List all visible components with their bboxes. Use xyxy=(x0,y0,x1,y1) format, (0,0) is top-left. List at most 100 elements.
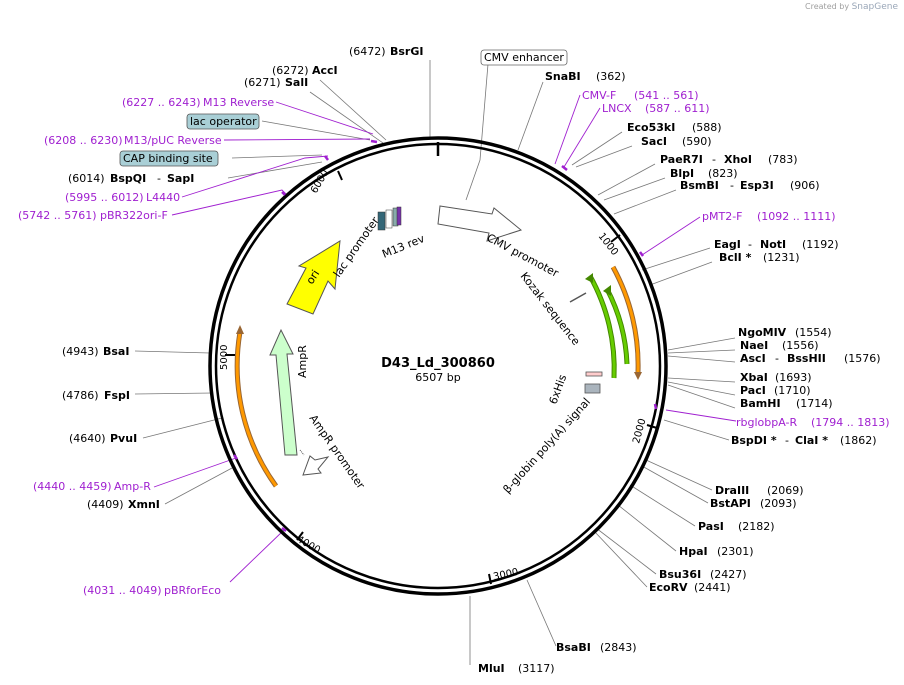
plasmid-name: D43_Ld_300860 xyxy=(381,356,495,371)
enzyme-pos: (2427) xyxy=(710,568,747,581)
cmv-enhancer-label: CMV enhancer xyxy=(484,51,564,64)
enzyme-pos: (2069) xyxy=(767,484,804,497)
enzyme-leader-lines xyxy=(134,60,736,665)
svg-text:-: - xyxy=(157,172,161,185)
lac-promoter-mark xyxy=(385,209,393,229)
enzyme-pos: (2301) xyxy=(717,545,754,558)
orf-arrowhead-right xyxy=(634,372,642,380)
enzyme-name: FspI xyxy=(104,389,130,402)
enzyme-name: BclI * xyxy=(719,251,752,264)
enzyme-pos: (588) xyxy=(692,121,722,134)
primer-name: CMV-F xyxy=(582,89,616,102)
enzyme-name-2: ClaI * xyxy=(795,434,828,447)
enzyme-pos: (1710) xyxy=(774,384,811,397)
enzyme-name: BsrGI xyxy=(390,45,423,58)
cmv-promoter-arrow[interactable] xyxy=(437,205,523,242)
primer-leader-lines xyxy=(153,94,737,583)
enzyme-name: Eco53kI xyxy=(627,121,675,134)
orf-arc-right[interactable] xyxy=(611,266,640,373)
primer-range: (541 .. 561) xyxy=(634,89,699,102)
enzyme-name: BsmBI xyxy=(680,179,719,192)
enzyme-pos: (2093) xyxy=(760,497,797,510)
primer-name: pMT2-F xyxy=(702,210,743,223)
enzyme-pos: (1554) xyxy=(795,326,832,339)
enzyme-pos: (6272) xyxy=(272,64,309,77)
enzyme-name: BamHI xyxy=(740,397,781,410)
enzyme-name-2: SapI xyxy=(167,172,194,185)
his-label: 6xHis xyxy=(547,373,570,406)
orf-arc-left[interactable] xyxy=(235,331,278,487)
enzyme-name: BlpI xyxy=(670,167,694,180)
enzyme-pos: (4640) xyxy=(69,432,106,445)
cmv-enhancer-box[interactable] xyxy=(480,49,568,66)
enzyme-pos: (590) xyxy=(682,135,712,148)
credit-text: Created by xyxy=(805,2,850,11)
tick-label-3000: 3000 xyxy=(492,567,519,583)
svg-text:-: - xyxy=(775,352,779,365)
kozak-arc-outer[interactable] xyxy=(588,275,616,379)
enzyme-name: PacI xyxy=(740,384,766,397)
primer-name: pBRforEco xyxy=(164,584,221,597)
primer-name: M13/pUC Reverse xyxy=(124,134,222,147)
enzyme-name: BstAPI xyxy=(710,497,751,510)
cmv-enhancer-leader xyxy=(465,63,489,201)
enzyme-name: DraIII xyxy=(715,484,749,497)
enzyme-pos: (6472) xyxy=(349,45,386,58)
ampr-promoter-dots xyxy=(299,449,305,456)
enzyme-name: BspDI * xyxy=(731,434,777,447)
enzyme-name: NaeI xyxy=(740,339,768,352)
ampr-promoter-label: AmpR promoter xyxy=(307,412,368,491)
enzyme-pos: (4943) xyxy=(62,345,99,358)
primer-range: (1092 .. 1111) xyxy=(757,210,836,223)
lac-operator-label: lac operator xyxy=(190,115,257,128)
primer-labels: (6227 .. 6243) M13 Reverse (6208 .. 6230… xyxy=(18,89,890,597)
ampr-arrow[interactable] xyxy=(269,328,298,456)
enzyme-name: SacI xyxy=(641,135,667,148)
primer-name: Amp-R xyxy=(114,480,151,493)
enzyme-pos: (2441) xyxy=(694,581,731,594)
svg-text:-: - xyxy=(748,238,752,251)
enzyme-name-2: XhoI xyxy=(724,153,752,166)
ori-arrow[interactable] xyxy=(286,240,341,315)
enzyme-pos: (2843) xyxy=(600,641,637,654)
lac-operator-box[interactable] xyxy=(186,113,260,130)
enzyme-pos: (1231) xyxy=(763,251,800,264)
orf-arrowhead-left xyxy=(236,325,244,334)
enzyme-pos: (1556) xyxy=(782,339,819,352)
enzyme-name: XbaI xyxy=(740,371,768,384)
m13-rev-label: M13 rev xyxy=(380,232,427,261)
enzyme-pos: (3117) xyxy=(518,662,555,675)
enzyme-name: XmnI xyxy=(128,498,160,511)
primer-range: (6227 .. 6243) xyxy=(122,96,201,109)
enzyme-pos: (783) xyxy=(768,153,798,166)
backbone-outer xyxy=(208,136,668,596)
enzyme-name: BsaBI xyxy=(556,641,591,654)
kozak-label: Kozak sequence xyxy=(518,270,583,348)
primer-range: (1794 .. 1813) xyxy=(811,416,890,429)
primer-range: (5995 .. 6012) xyxy=(65,191,144,204)
m13-rev-mark xyxy=(396,206,402,226)
cap-site-label: CAP binding site xyxy=(123,152,213,165)
ampr-promoter-arrow[interactable] xyxy=(302,455,330,476)
bglobin-label: β-globin poly(A) signal xyxy=(501,395,593,496)
primer-range: (4031 .. 4049) xyxy=(83,584,162,597)
kozak-mark xyxy=(569,292,587,303)
enzyme-pos: (1576) xyxy=(844,352,881,365)
enzyme-pos: (823) xyxy=(708,167,738,180)
primer-range: (5742 .. 5761) xyxy=(18,209,97,222)
enzyme-pos: (906) xyxy=(790,179,820,192)
enzyme-name: BspQI xyxy=(110,172,146,185)
snapgene-credit: Created by SnapGene xyxy=(805,2,898,12)
enzyme-name: PasI xyxy=(698,520,724,533)
snapgene-logo: SnapGene xyxy=(851,2,898,12)
enzyme-name: PaeR7I xyxy=(660,153,703,166)
enzyme-pos: (1714) xyxy=(796,397,833,410)
enzyme-name: HpaI xyxy=(679,545,708,558)
enzyme-name: MluI xyxy=(478,662,505,675)
cap-site-box[interactable] xyxy=(119,150,219,167)
enzyme-name-2: NotI xyxy=(760,238,786,251)
enzyme-pos: (1192) xyxy=(802,238,839,251)
primer-name: rbglobpA-R xyxy=(736,416,797,429)
cap-site-mark xyxy=(377,211,386,231)
ampr-label: AmpR xyxy=(296,345,309,378)
